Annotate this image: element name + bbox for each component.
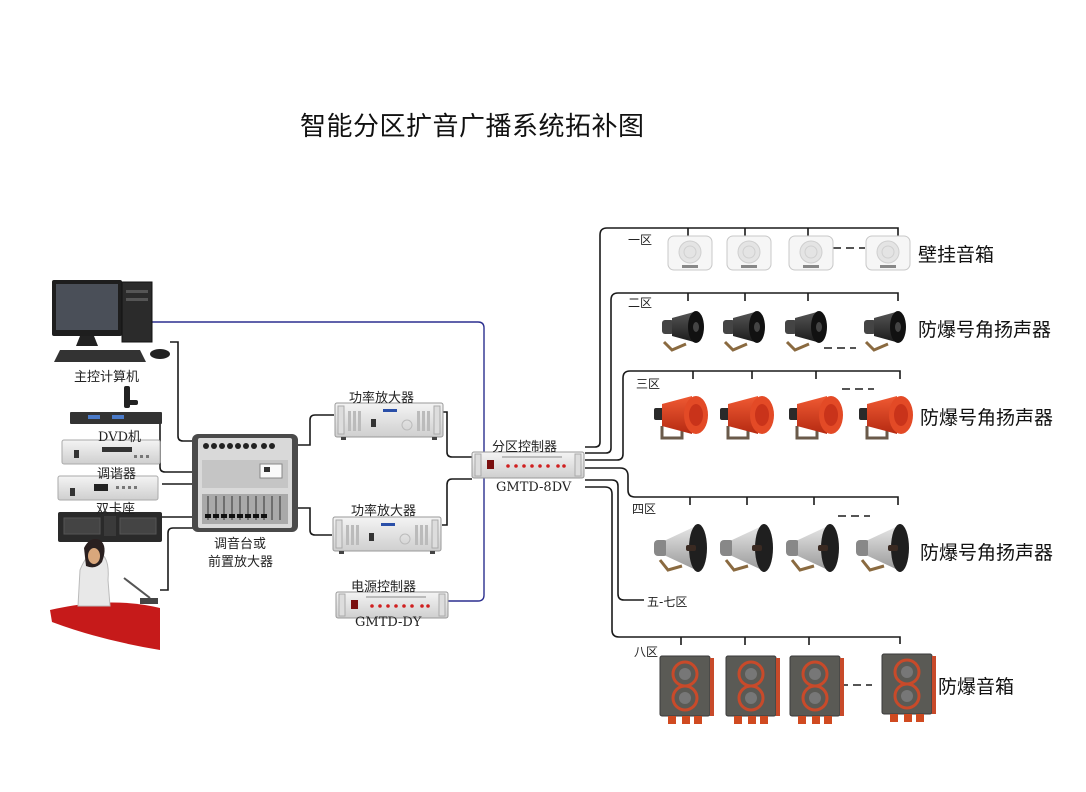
wall-speaker-icon — [726, 235, 772, 271]
dvd-label: DVD机 — [98, 430, 142, 445]
wire-zone2 — [585, 292, 899, 454]
wire-zone8 — [585, 486, 901, 644]
cone-horn-speaker-icon — [854, 522, 911, 574]
black-horn-speaker-icon — [721, 309, 767, 352]
zone-4-label: 四区 — [632, 502, 657, 516]
explosion-proof-box-icon — [788, 654, 846, 726]
zone-8-label: 八区 — [634, 645, 659, 659]
red-horn-speaker-icon — [787, 394, 845, 440]
wire-mic-mixer — [160, 527, 193, 591]
cone-horn-speaker-icon — [784, 522, 841, 574]
explosion-proof-box-icon — [724, 654, 782, 726]
zone-8-device-label: 防爆音箱 — [938, 676, 1015, 698]
wire-zone1 — [585, 227, 899, 448]
black-horn-speaker-icon — [660, 309, 706, 352]
continuation-dashes — [824, 247, 874, 686]
tuner-label: 调谐器 — [97, 467, 137, 482]
zone-1-device-label: 壁挂音箱 — [918, 244, 995, 266]
zone-2-device-label: 防爆号角扬声器 — [918, 319, 1052, 341]
red-horn-speaker-icon — [652, 394, 710, 440]
wire-amp2-controller — [442, 478, 472, 526]
zone-controller-label: 分区控制器 — [492, 440, 558, 455]
computer-label: 主控计算机 — [74, 370, 140, 385]
zone-4-device-label: 防爆号角扬声器 — [920, 542, 1054, 564]
black-horn-speaker-icon — [862, 309, 908, 352]
wire-computer-mixer — [170, 341, 195, 442]
zone-1-label: 一区 — [628, 233, 653, 247]
power-amplifier-2-icon — [333, 517, 441, 554]
red-horn-speaker-icon — [857, 394, 915, 440]
amplifier-2-label: 功率放大器 — [351, 504, 417, 519]
cone-horn-speaker-icon — [652, 522, 709, 574]
zone-3-label: 三区 — [636, 377, 661, 391]
wires — [150, 227, 901, 645]
mixer-icon — [192, 434, 298, 532]
zone-2-label: 二区 — [628, 296, 653, 310]
explosion-proof-box-icon — [658, 654, 716, 726]
wireless-mic-receiver-icon — [70, 386, 162, 424]
cassette-label: 双卡座 — [96, 502, 136, 517]
cassette-unit-icon — [58, 512, 162, 542]
mixer-label-line2: 前置放大器 — [208, 555, 274, 570]
computer-icon — [52, 280, 170, 362]
zone-3-device-label: 防爆号角扬声器 — [920, 407, 1054, 429]
mixer-label-line1: 调音台或 — [214, 537, 267, 552]
diagram-title: 智能分区扩音广播系统拓补图 — [300, 112, 645, 142]
cone-horn-speaker-icon — [718, 522, 775, 574]
wall-speaker-icon — [788, 235, 834, 271]
wire-dvd-mixer — [150, 412, 193, 473]
zone-5-7-label: 五-七区 — [647, 595, 688, 609]
wall-speaker-icon — [865, 235, 911, 271]
power-controller-model: GMTD-DY — [355, 615, 422, 630]
wire-mixer-amp1 — [297, 414, 334, 446]
wire-zone5-7 — [585, 479, 644, 601]
tuner-icon — [61, 439, 161, 465]
wire-zone3 — [585, 370, 901, 461]
black-horn-speaker-icon — [783, 309, 829, 352]
zone-controller-icon — [471, 451, 585, 479]
zone-controller-model: GMTD-8DV — [496, 480, 572, 495]
wire-zone4 — [585, 467, 899, 505]
wire-mixer-amp2 — [297, 507, 332, 536]
wall-speaker-icon — [667, 235, 713, 271]
amplifier-1-label: 功率放大器 — [349, 391, 415, 406]
red-horn-speaker-icon — [718, 394, 776, 440]
announcer-icon — [50, 539, 160, 650]
wire-amp1-controller — [442, 411, 472, 458]
explosion-proof-box-icon — [880, 652, 938, 724]
power-controller-label: 电源控制器 — [351, 580, 417, 595]
power-amplifier-1-icon — [335, 403, 443, 440]
double-cassette-deck-icon — [57, 475, 159, 501]
